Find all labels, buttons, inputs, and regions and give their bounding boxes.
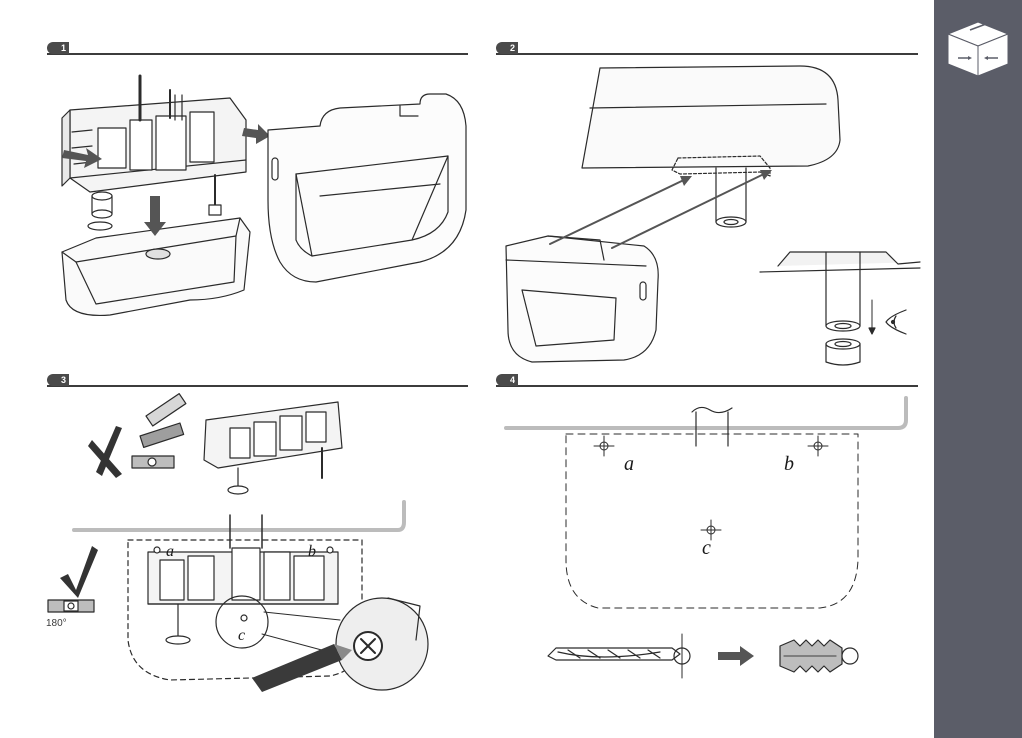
eye-icon (886, 310, 906, 334)
pump-chassis (62, 76, 246, 215)
wall-plug-icon (780, 640, 858, 672)
crosshair-b (808, 436, 828, 456)
pump-chassis-level (148, 515, 338, 644)
detail-magnifier (336, 598, 428, 690)
checkmark-icon (60, 546, 98, 598)
pencil-icon (252, 644, 352, 692)
step-4-illustration: a b c (506, 398, 906, 678)
tilted-levels (132, 394, 186, 468)
drill-bit-icon (548, 634, 690, 678)
wall-line-4 (506, 398, 906, 428)
point-b-label-3: b (308, 543, 316, 560)
pump-cover (268, 94, 466, 282)
level-angle: 180° (46, 618, 67, 629)
trunking-duct (582, 66, 840, 176)
sidebar (934, 0, 1022, 738)
drain-pipe (716, 168, 746, 227)
point-a-label-3: a (166, 543, 174, 560)
illustrations: 180° a b c (0, 0, 934, 738)
point-b-label-4: b (784, 453, 794, 475)
wall-line (74, 502, 404, 530)
point-a-label-4: a (624, 453, 634, 475)
box-icon (934, 0, 1022, 120)
point-c-label-4: c (702, 537, 711, 559)
template-outline-4 (566, 434, 858, 608)
step-2-illustration (506, 66, 920, 365)
crosshair-a (594, 436, 614, 456)
pump-chassis-tilted (204, 402, 342, 494)
step-3-illustration: 180° a b c (46, 394, 428, 692)
float-part (88, 192, 112, 230)
pump-cover-small (506, 236, 658, 362)
pipe-detail (760, 252, 920, 365)
arrow-right (718, 646, 754, 666)
point-c-label-3: c (238, 627, 245, 644)
fit-arrows (550, 172, 768, 248)
prohibited-x-icon (88, 426, 122, 478)
level-180 (48, 600, 94, 612)
step-1-illustration (62, 76, 466, 315)
